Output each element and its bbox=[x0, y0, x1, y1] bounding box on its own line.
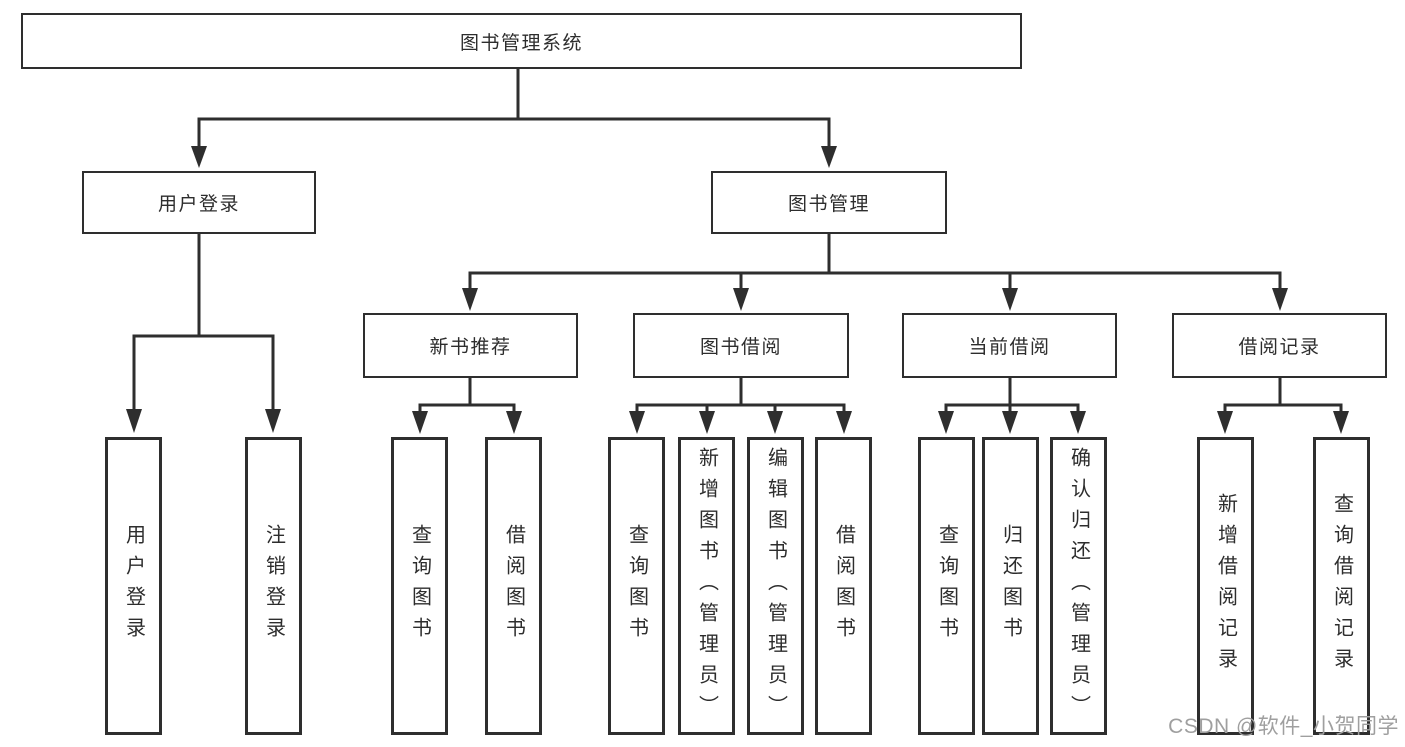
leaf-confirm-return-admin: 确认归还（管理员） bbox=[1050, 437, 1107, 735]
leaf-user-login: 用户登录 bbox=[105, 437, 162, 735]
connector-borrow-records-children bbox=[1217, 376, 1349, 434]
leaf-add-book-admin: 新增图书（管理员） bbox=[678, 437, 735, 735]
node-current-borrow: 当前借阅 bbox=[902, 313, 1117, 378]
node-book-management: 图书管理 bbox=[711, 171, 947, 234]
node-user-login: 用户登录 bbox=[82, 171, 316, 234]
node-book-borrow: 图书借阅 bbox=[633, 313, 849, 378]
connector-book-management-children bbox=[462, 232, 1288, 311]
leaf-add-borrow-record: 新增借阅记录 bbox=[1197, 437, 1254, 735]
leaf-borrow-book: 借阅图书 bbox=[815, 437, 872, 735]
leaf-borrow-book-recommend: 借阅图书 bbox=[485, 437, 542, 735]
connector-current-borrow-children bbox=[938, 376, 1086, 434]
leaf-return-book: 归还图书 bbox=[982, 437, 1039, 735]
leaf-query-book-current: 查询图书 bbox=[918, 437, 975, 735]
connector-root-to-level2 bbox=[191, 67, 837, 168]
node-new-book-recommend: 新书推荐 bbox=[363, 313, 578, 378]
leaf-query-book-borrow: 查询图书 bbox=[608, 437, 665, 735]
node-borrow-records: 借阅记录 bbox=[1172, 313, 1387, 378]
connector-new-book-children bbox=[412, 376, 522, 434]
connector-user-login-children bbox=[126, 232, 281, 433]
leaf-query-book-recommend: 查询图书 bbox=[391, 437, 448, 735]
connector-book-borrow-children bbox=[629, 376, 852, 434]
node-root-system: 图书管理系统 bbox=[21, 13, 1022, 69]
leaf-query-borrow-record: 查询借阅记录 bbox=[1313, 437, 1370, 735]
leaf-edit-book-admin: 编辑图书（管理员） bbox=[747, 437, 804, 735]
leaf-logout: 注销登录 bbox=[245, 437, 302, 735]
